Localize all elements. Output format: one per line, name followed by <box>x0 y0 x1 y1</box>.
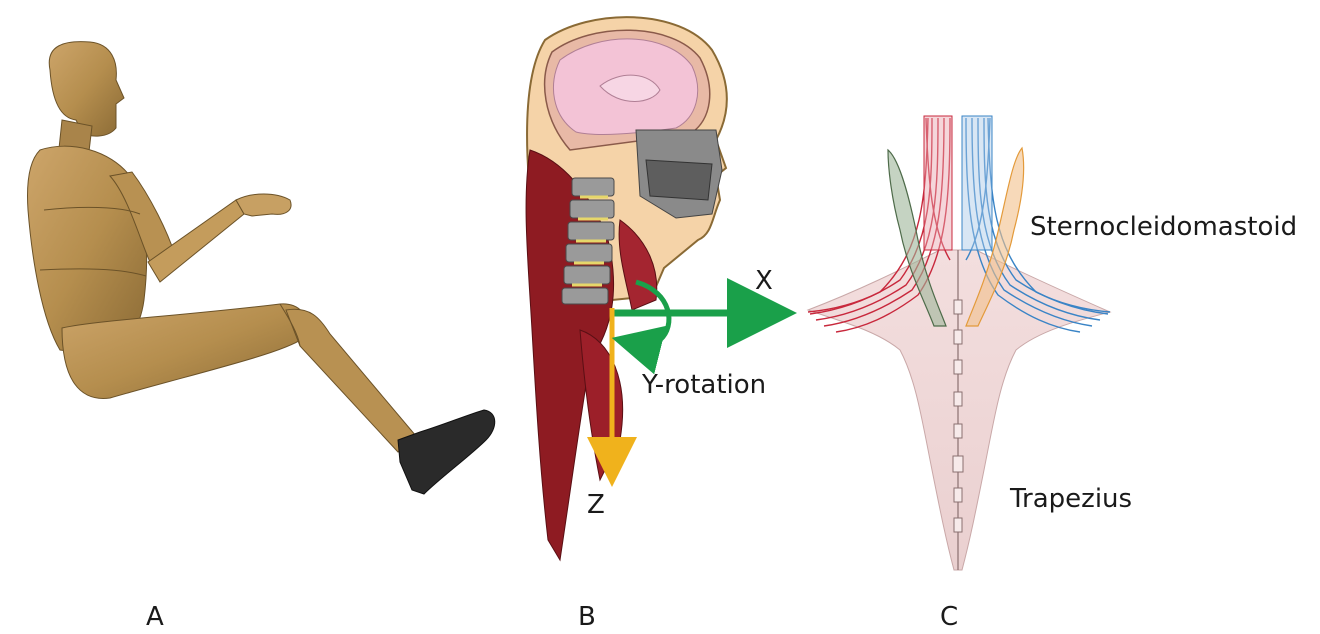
y-rotation-label: Y-rotation <box>642 372 766 398</box>
z-axis-label: Z <box>587 492 605 518</box>
panel-b-label: B <box>578 604 596 630</box>
panel-a-label: A <box>146 604 164 630</box>
panel-c-label: C <box>940 604 958 630</box>
trapezius-label: Trapezius <box>1010 486 1132 512</box>
seated-body-model <box>28 42 495 494</box>
head-neck-section <box>526 17 727 560</box>
sternocleidomastoid-label: Sternocleidomastoid <box>1030 214 1297 240</box>
x-axis-label: X <box>755 268 773 294</box>
